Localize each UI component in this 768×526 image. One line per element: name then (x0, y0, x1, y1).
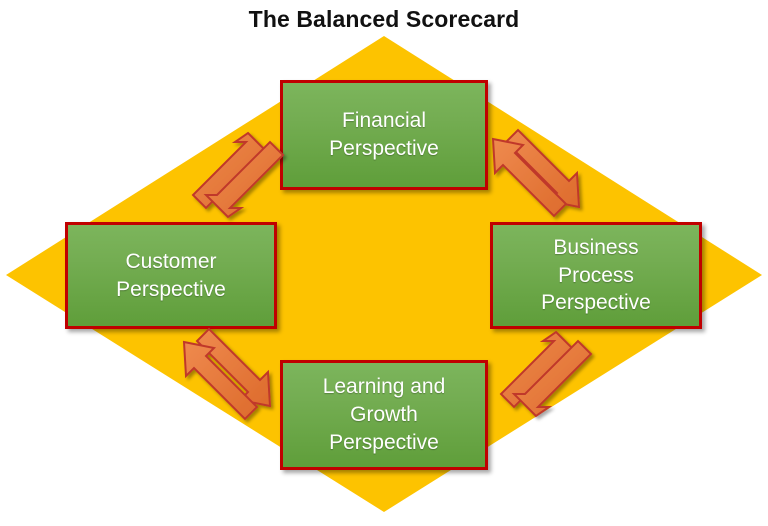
box-learning-line3: Perspective (329, 430, 439, 454)
page-title: The Balanced Scorecard (248, 6, 520, 32)
arrow-down-left-icon (511, 339, 593, 418)
arrow-up-left-icon (491, 137, 568, 218)
box-business-process-perspective[interactable]: Business Process Perspective (490, 222, 702, 329)
box-financial-label: Financial Perspective (329, 107, 439, 162)
box-customer-label: Customer Perspective (116, 248, 226, 303)
box-financial-perspective[interactable]: Financial Perspective (280, 80, 488, 190)
box-financial-line1: Financial (341, 109, 427, 133)
connector-customer-financial[interactable] (180, 125, 290, 235)
arrow-down-left-icon (203, 140, 285, 219)
box-financial-line2: Perspective (329, 137, 439, 160)
box-business-line3: Perspective (541, 291, 651, 315)
arrow-up-left-icon (182, 340, 259, 421)
box-customer-perspective[interactable]: Customer Perspective (65, 222, 277, 329)
connector-customer-learning-growth[interactable] (180, 322, 290, 432)
box-business-line1: Business (553, 235, 639, 259)
box-customer-line2: Perspective (116, 277, 226, 301)
diamond-shape (6, 36, 762, 512)
box-learning-label: Learning and Growth Perspective (323, 373, 446, 456)
box-learning-growth-perspective[interactable]: Learning and Growth Perspective (280, 360, 488, 470)
box-business-label: Business Process Perspective (541, 234, 651, 317)
connector-learning-growth-business-process[interactable] (490, 322, 600, 432)
connector-financial-business-process[interactable] (485, 123, 595, 233)
box-business-line2: Process (558, 263, 634, 287)
box-customer-line1: Customer (125, 249, 217, 273)
box-learning-line1: Learning and (322, 375, 446, 399)
box-learning-line2: Growth (350, 403, 418, 427)
